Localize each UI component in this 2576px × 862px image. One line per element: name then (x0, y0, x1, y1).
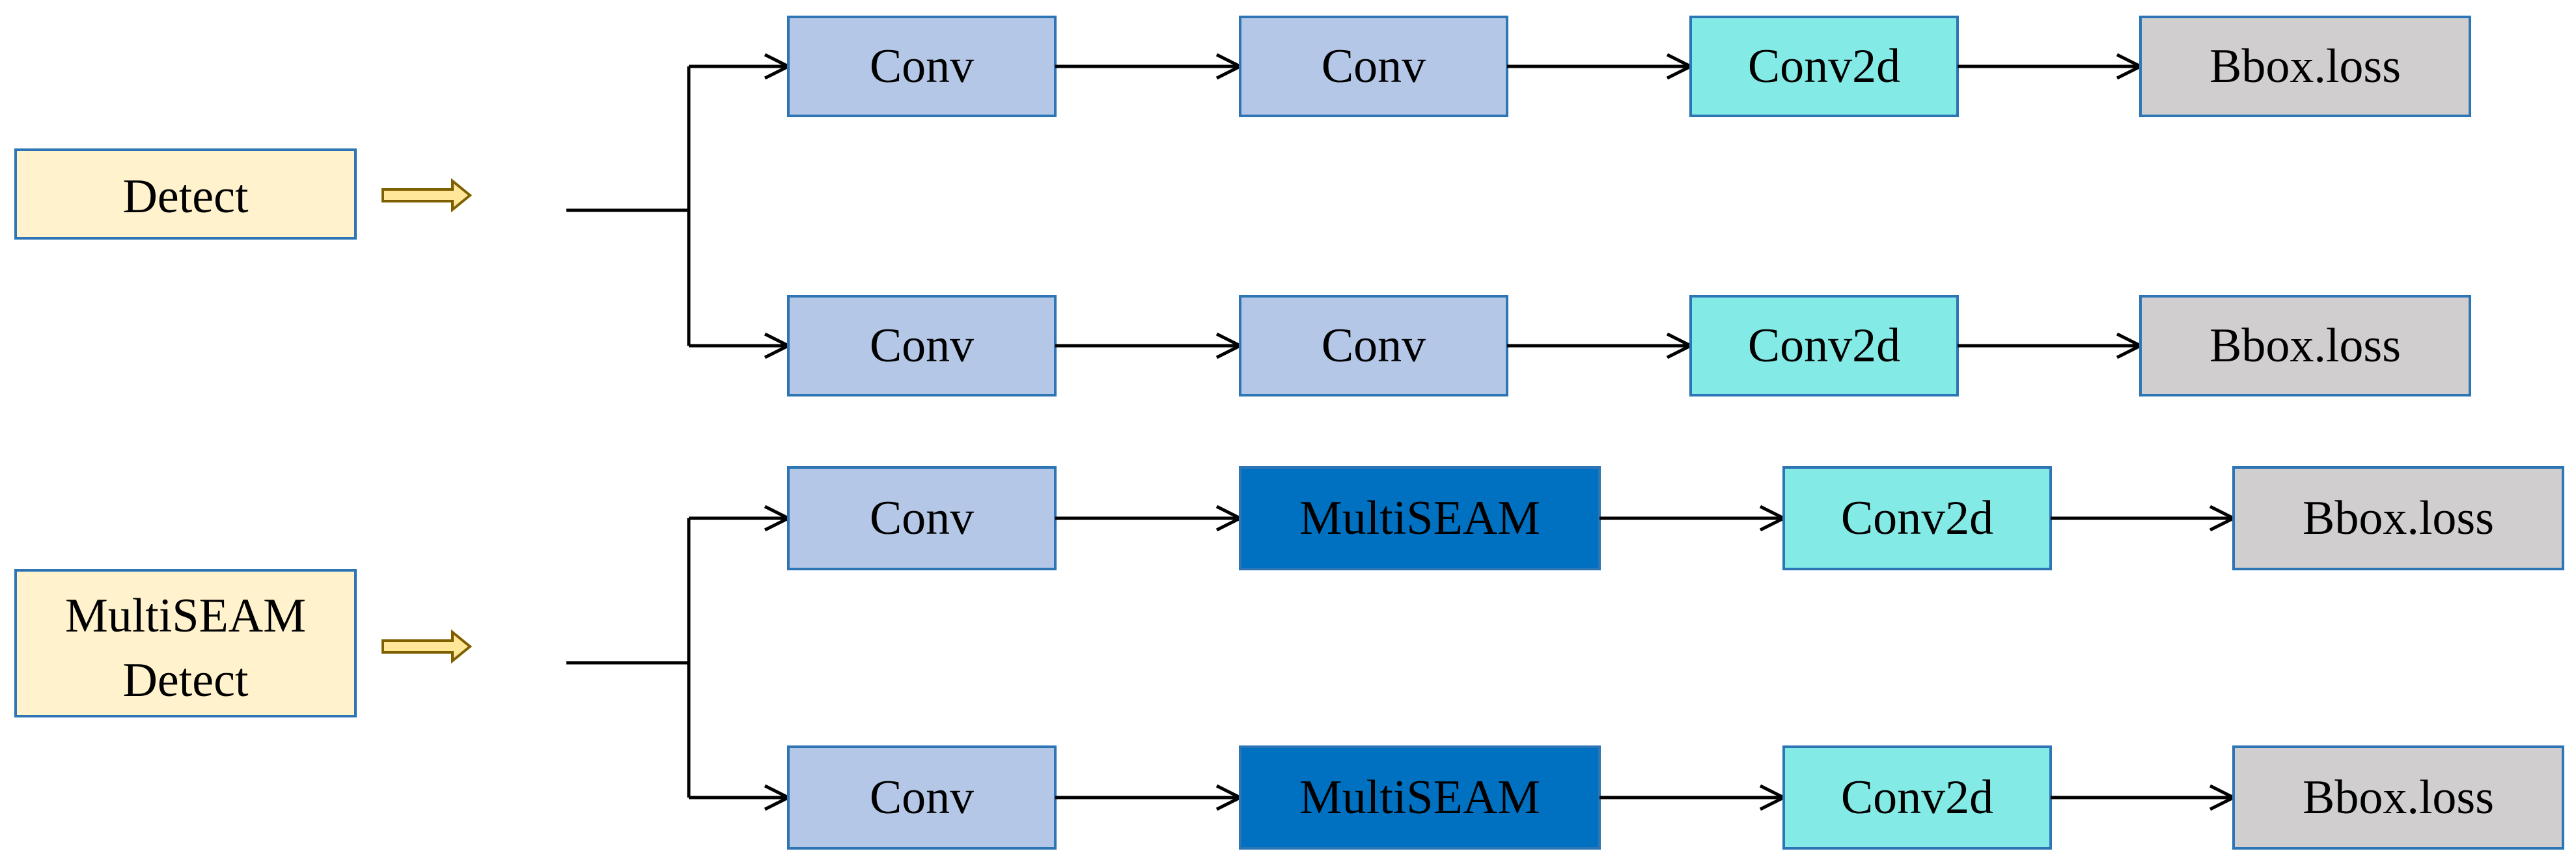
multiseam-section: MultiSEAM Detect Conv MultiSEAM Conv2d B… (14, 466, 2564, 850)
conv2d-box (1689, 16, 1959, 117)
bbox-loss-box (2139, 16, 2471, 117)
detect-input-box: Detect (14, 148, 357, 240)
bbox-loss-box-label: Bbox.loss (2303, 492, 2494, 545)
bbox-loss-box-label: Bbox.loss (2209, 40, 2401, 93)
conv-box (787, 295, 1057, 396)
multiseam-branch-bottom: Conv MultiSEAM Conv2d Bbox.loss (787, 745, 2564, 850)
multiseam-box-label: MultiSEAM (1299, 492, 1540, 545)
detect-branch-top: Conv Conv Conv2d Bbox.loss (787, 16, 2471, 117)
conv-box-label: Conv (870, 40, 974, 93)
detect-section: Detect Conv Conv Conv2d Bbox.loss (14, 16, 2471, 396)
multiseam-box (1239, 745, 1601, 850)
conv-box (787, 16, 1057, 117)
multiseam-branch-top: Conv MultiSEAM Conv2d Bbox.loss (787, 466, 2564, 570)
bbox-loss-box (2232, 745, 2564, 850)
conv2d-box-label: Conv2d (1841, 492, 1993, 545)
multiseam-input-label-line1: MultiSEAM (65, 589, 306, 643)
multiseam-box-label: MultiSEAM (1299, 771, 1540, 824)
conv2d-box-label: Conv2d (1748, 319, 1900, 372)
conv-box (1239, 295, 1508, 396)
detect-input-label: Detect (122, 170, 249, 223)
conv2d-box-label: Conv2d (1748, 40, 1900, 93)
conv2d-box (1782, 466, 2052, 570)
multiseam-box (1239, 466, 1601, 570)
conv2d-box (1689, 295, 1959, 396)
bbox-loss-box-label: Bbox.loss (2209, 319, 2401, 372)
conv-box (1239, 16, 1508, 117)
conv-box (787, 466, 1057, 570)
detect-block-arrow (381, 178, 473, 213)
conv-box-label: Conv (1322, 319, 1426, 372)
detect-branch-bottom: Conv Conv Conv2d Bbox.loss (787, 295, 2471, 396)
detect-branch-connector (566, 66, 788, 346)
bbox-loss-box-label: Bbox.loss (2303, 771, 2494, 824)
multiseam-block-arrow (381, 629, 473, 664)
multiseam-input-rect (14, 569, 357, 717)
multiseam-input-label-line2: Detect (122, 654, 249, 707)
bbox-loss-box (2232, 466, 2564, 570)
conv-box-label: Conv (1322, 40, 1426, 93)
multiseam-input-box: MultiSEAM Detect (14, 569, 357, 717)
detect-input-rect (14, 148, 357, 240)
conv-box (787, 745, 1057, 850)
bbox-loss-box (2139, 295, 2471, 396)
multiseam-branch-connector (566, 518, 788, 798)
conv2d-box-label: Conv2d (1841, 771, 1993, 824)
conv-box-label: Conv (870, 319, 974, 372)
conv-box-label: Conv (870, 492, 974, 545)
conv-box-label: Conv (870, 771, 974, 824)
